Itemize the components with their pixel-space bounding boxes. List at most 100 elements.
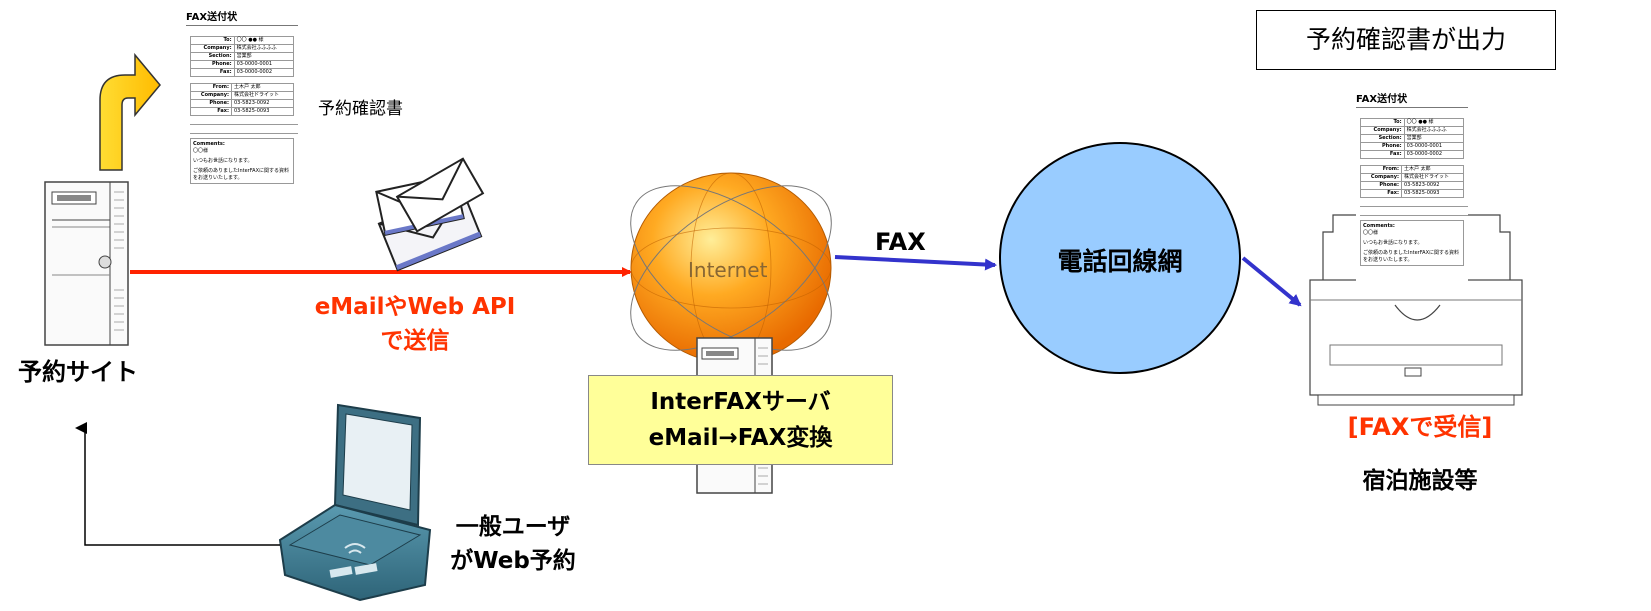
general-user-label: 一般ユーザ がWeb予約 xyxy=(428,510,598,578)
fax-receive-label: [FAXで受信] xyxy=(1347,413,1493,441)
envelopes-icon xyxy=(375,157,485,272)
fax-arrow-label: FAX xyxy=(875,228,926,256)
fax-line: ご依頼のありましたInterFAXに関する資料 xyxy=(1363,250,1460,256)
fax-field-row: From:土木戸 太郎 xyxy=(1360,165,1464,174)
fax-field-key: From: xyxy=(190,83,232,92)
fax-field-key: Phone: xyxy=(1360,142,1405,151)
fax-field-value: 営業部 xyxy=(233,52,295,61)
fax-field-row: Phone:03-0000-0001 xyxy=(1360,142,1465,151)
phone-network-circle xyxy=(999,142,1241,374)
fax-field-row: Phone:03-0000-0001 xyxy=(190,60,295,69)
fax-field-value: 03-0000-0002 xyxy=(1403,150,1465,159)
fax-field-value: 03-5825-0093 xyxy=(231,107,294,116)
fax-transmit-arrow xyxy=(834,255,997,271)
fax-field-value: 営業部 xyxy=(1403,134,1465,143)
fax-field-value: 〇〇 ●● 様 xyxy=(1403,118,1465,127)
fax-field-key: To: xyxy=(1360,118,1405,127)
fax-field-key: From: xyxy=(1360,165,1402,174)
fax-field-value: 株式会社ふふふふ xyxy=(1403,126,1465,135)
fax-document-title: FAX送付状 xyxy=(186,8,298,26)
fax-field-key: Company: xyxy=(1360,173,1402,182)
fax-field-key: Company: xyxy=(1360,126,1405,135)
fax-field-key: Fax: xyxy=(190,68,235,77)
fax-field-key: Phone: xyxy=(190,60,235,69)
fax-field-key: Fax: xyxy=(1360,150,1405,159)
laptop-icon xyxy=(278,403,432,602)
fax-field-key: Fax: xyxy=(1360,189,1402,198)
fax-field-value: 03-0000-0001 xyxy=(1403,142,1465,151)
internet-globe-icon xyxy=(630,172,832,364)
fax-field-row: Phone:03-5823-0092 xyxy=(190,99,294,108)
fax-field-row: Company:株式会社ドライット xyxy=(1360,173,1464,182)
fax-field-row: Section:営業部 xyxy=(190,52,295,61)
fax-field-row: Fax:03-5825-0093 xyxy=(190,107,294,116)
fax-line: をお送りいたします。 xyxy=(1363,257,1413,263)
fax-field-row: Company:株式会社ふふふふ xyxy=(190,44,295,53)
fax-field-row: To:〇〇 ●● 様 xyxy=(1360,118,1465,127)
fax-field-value: 株式会社ドライット xyxy=(231,91,294,100)
fax-comments: Comments: 〇〇様 いつもお世話になります。 ご依頼のありましたInte… xyxy=(190,138,294,184)
fax-line: いつもお世話になります。 xyxy=(1363,240,1423,246)
fax-field-value: 株式会社ふふふふ xyxy=(233,44,295,53)
general-user-line2: がWeb予約 xyxy=(450,548,576,574)
output-status-box: 予約確認書が出力 xyxy=(1256,10,1556,70)
document-label: 予約確認書 xyxy=(318,99,403,119)
fax-field-key: Company: xyxy=(190,91,232,100)
output-status-label: 予約確認書が出力 xyxy=(1305,25,1506,54)
fax-field-value: 株式会社ドライット xyxy=(1401,173,1464,182)
fax-deliver-arrow xyxy=(1241,256,1302,307)
fax-field-key: Phone: xyxy=(1360,181,1402,190)
fax-field-row: Company:株式会社ドライット xyxy=(190,91,294,100)
fax-field-row: From:土木戸 太郎 xyxy=(190,83,294,92)
fax-field-key: Section: xyxy=(1360,134,1405,143)
fax-field-value: 土木戸 太郎 xyxy=(1401,165,1464,174)
fax-field-key: Company: xyxy=(190,44,235,53)
fax-field-value: 03-0000-0001 xyxy=(233,60,295,69)
fax-field-key: To: xyxy=(190,36,235,45)
fax-field-value: 土木戸 太郎 xyxy=(231,83,294,92)
general-user-line1: 一般ユーザ xyxy=(455,514,571,540)
fax-field-row: Section:営業部 xyxy=(1360,134,1465,143)
fax-field-row: Fax:03-0000-0002 xyxy=(190,68,295,77)
fax-field-key: Fax: xyxy=(190,107,232,116)
fax-comments-label: Comments: xyxy=(193,141,225,147)
internet-label: Internet xyxy=(688,258,768,282)
fax-field-value: 03-5823-0092 xyxy=(231,99,294,108)
send-method-label: eMailやWeb API で送信 xyxy=(290,290,540,358)
fax-field-value: 03-5825-0093 xyxy=(1401,189,1464,198)
fax-line: いつもお世話になります。 xyxy=(193,158,253,164)
interfax-box-line2: eMail→FAX変換 xyxy=(648,425,833,451)
fax-document-title: FAX送付状 xyxy=(1356,90,1468,108)
fax-field-value: 03-5823-0092 xyxy=(1401,181,1464,190)
fax-line: をお送りいたします。 xyxy=(193,175,243,181)
fax-field-value: 03-0000-0002 xyxy=(233,68,295,77)
fax-field-row: To:〇〇 ●● 様 xyxy=(190,36,295,45)
send-method-line1: eMailやWeb API xyxy=(314,294,516,320)
fax-field-row: Company:株式会社ふふふふ xyxy=(1360,126,1465,135)
upload-arrow-icon xyxy=(99,52,161,171)
fax-line: 〇〇様 xyxy=(193,148,209,154)
fax-comments-label: Comments: xyxy=(1363,223,1395,229)
fax-field-row: Phone:03-5823-0092 xyxy=(1360,181,1464,190)
fax-line: ご依頼のありましたInterFAXに関する資料 xyxy=(193,168,290,174)
fax-field-row: Fax:03-0000-0002 xyxy=(1360,150,1465,159)
reservation-site-label: 予約サイト xyxy=(18,358,138,386)
facility-label: 宿泊施設等 xyxy=(1362,468,1478,494)
user-request-arrow xyxy=(75,422,280,546)
server-icon xyxy=(44,181,129,346)
fax-comments: Comments: 〇〇様 いつもお世話になります。 ご依頼のありましたInte… xyxy=(1360,220,1464,266)
fax-field-value: 〇〇 ●● 様 xyxy=(233,36,295,45)
fax-field-key: Section: xyxy=(190,52,235,61)
phone-network-label: 電話回線網 xyxy=(1057,247,1183,276)
interfax-server-box: InterFAXサーバ eMail→FAX変換 xyxy=(588,375,893,465)
send-method-line2: で送信 xyxy=(380,328,450,354)
fax-field-key: Phone: xyxy=(190,99,232,108)
fax-field-row: Fax:03-5825-0093 xyxy=(1360,189,1464,198)
interfax-box-line1: InterFAXサーバ xyxy=(650,389,831,415)
